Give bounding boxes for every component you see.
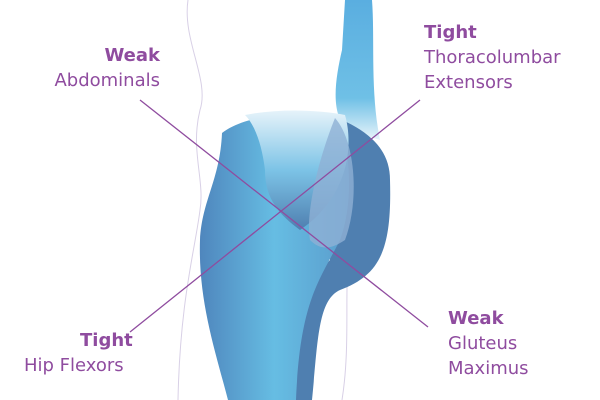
status-text: Tight <box>424 22 477 43</box>
status-text: Weak <box>104 45 160 66</box>
hip-front <box>308 118 354 248</box>
status-text: Tight <box>80 330 133 351</box>
spine <box>335 0 380 140</box>
label-weak-gluteus: Weak Gluteus Maximus <box>448 306 529 381</box>
muscle-text: Abdominals <box>54 70 160 91</box>
muscle-text: Extensors <box>424 72 513 93</box>
weak-line <box>139 99 429 328</box>
body-outline-left <box>177 0 203 400</box>
label-tight-hip-flexors: Tight Hip Flexors <box>24 328 133 378</box>
muscle-text: Hip Flexors <box>24 355 124 376</box>
muscle-text: Gluteus <box>448 333 518 354</box>
muscle-text: Thoracolumbar <box>424 47 561 68</box>
label-tight-thoracolumbar: Tight Thoracolumbar Extensors <box>424 20 561 95</box>
muscle-text: Maximus <box>448 358 529 379</box>
status-text: Weak <box>448 308 504 329</box>
label-weak-abdominals: Weak Abdominals <box>54 43 160 93</box>
tight-line <box>129 99 421 333</box>
